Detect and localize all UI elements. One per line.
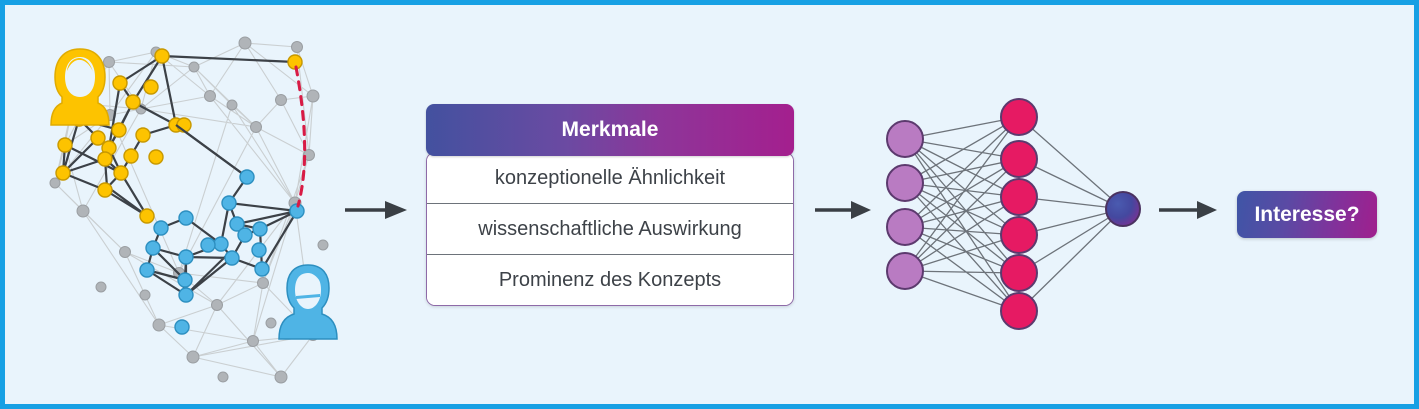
feature-table-body: konzeptionelle Ähnlichkeit wissenschaftl… <box>426 152 794 306</box>
predicted-link-dashed <box>294 65 307 208</box>
feature-table-header: Merkmale <box>426 104 794 156</box>
arrow-network-to-output-icon <box>1159 201 1217 219</box>
feedforward-neural-network <box>877 83 1147 333</box>
network-hidden-layer-nodes <box>1000 98 1038 330</box>
feature-row[interactable]: konzeptionelle Ähnlichkeit <box>427 153 793 204</box>
male-researcher-avatar-icon <box>278 264 338 340</box>
female-researcher-avatar-icon <box>50 48 110 126</box>
neural-network-svg <box>886 98 1141 330</box>
network-output-layer-node <box>1105 191 1141 227</box>
feature-row[interactable]: Prominenz des Konzepts <box>427 255 793 305</box>
feature-row[interactable]: wissenschaftliche Auswirkung <box>427 204 793 255</box>
network-input-layer-nodes <box>886 120 924 290</box>
network-edges-hidden-output <box>1018 116 1124 312</box>
author-b-nodes <box>139 169 305 335</box>
co-authorship-network-graph <box>13 5 373 404</box>
feature-table: Merkmale konzeptionelle Ähnlichkeit wiss… <box>426 104 794 306</box>
network-edges-input-hidden <box>904 116 1020 312</box>
arrow-table-to-network-icon <box>815 201 871 219</box>
author-b-edges <box>145 124 298 300</box>
output-badge[interactable]: Interesse? <box>1237 191 1377 238</box>
network-graph-svg <box>49 36 338 384</box>
arrow-graph-to-table-icon <box>345 201 407 219</box>
